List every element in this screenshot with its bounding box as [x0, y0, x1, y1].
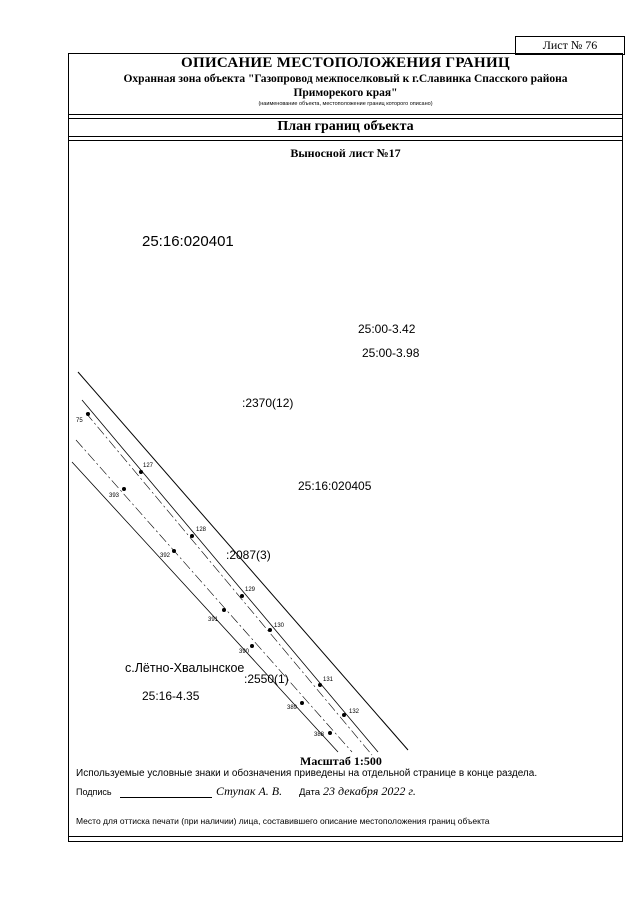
point-128: [190, 534, 194, 538]
document-frame: [68, 53, 623, 842]
cadastral-quarter-label: 25:16:020401: [142, 233, 234, 250]
divider: [69, 114, 622, 115]
legend-note: Используемые условные знаки и обозначени…: [76, 768, 538, 779]
point-label: 391: [208, 617, 219, 623]
point-129: [240, 594, 244, 598]
divider: [69, 140, 622, 141]
point-391: [222, 608, 226, 612]
divider: [69, 136, 622, 137]
date-label: Дата: [299, 787, 321, 798]
divider: [69, 118, 622, 119]
point-130: [268, 628, 272, 632]
date-value: 23 декабря 2022 г.: [323, 784, 416, 798]
point-label: 131: [323, 677, 334, 683]
point-132: [342, 713, 346, 717]
point-390: [250, 644, 254, 648]
point-label: 389: [287, 705, 298, 711]
point-131: [318, 683, 322, 687]
point-label: 129: [245, 587, 256, 593]
parcel-label: :2087(3): [226, 548, 271, 562]
point-75: [86, 412, 90, 416]
point-label: 390: [239, 649, 250, 655]
point-label: 388: [314, 732, 325, 738]
map-scale: Масштаб 1:500: [300, 754, 382, 768]
document-title: ОПИСАНИЕ МЕСТОПОЛОЖЕНИЯ ГРАНИЦ: [181, 55, 510, 71]
cadastral-quarter-label: 25:16:020405: [298, 479, 372, 493]
zone-label: 25:16-4.35: [142, 689, 200, 703]
object-note: (наименование объекта, местоположение гр…: [258, 101, 433, 107]
plan-subtitle: Выносной лист №17: [290, 146, 401, 160]
parcel-label: :2550(1): [244, 672, 289, 686]
point-127: [139, 470, 143, 474]
point-392: [172, 549, 176, 553]
point-label: 127: [143, 463, 154, 469]
point-label: 393: [109, 493, 120, 499]
settlement-label: с.Лётно-Хвалынское: [125, 661, 245, 675]
signature-label: Подпись: [76, 787, 112, 797]
zone-label: 25:00-3.42: [358, 322, 416, 336]
road-boundary-line: [77, 371, 409, 751]
point-388: [328, 731, 332, 735]
divider: [69, 836, 622, 837]
zone-label: 25:00-3.98: [362, 346, 420, 360]
parcel-label: :2370(12): [242, 396, 294, 410]
signature-name: Ступак А. В.: [216, 784, 283, 798]
point-label: 132: [349, 709, 360, 715]
plan-title: План границ объекта: [277, 119, 414, 134]
boundary-line: [81, 399, 379, 753]
object-name-line2: Приморекого края": [293, 87, 398, 99]
point-label: 75: [76, 418, 83, 424]
signature-line: [120, 797, 212, 798]
gas-pipeline-axis: [75, 439, 353, 753]
point-label: 130: [274, 623, 285, 629]
point-389: [300, 701, 304, 705]
gas-pipeline-axis: [85, 412, 373, 756]
boundary-line: [71, 461, 339, 753]
point-label: 128: [196, 527, 207, 533]
stamp-note: Место для оттиска печати (при наличии) л…: [76, 816, 490, 826]
point-label: 392: [160, 553, 171, 559]
point-393: [122, 487, 126, 491]
sheet-number: Лист № 76: [515, 36, 625, 55]
object-name-line1: Охранная зона объекта "Газопровод межпос…: [123, 73, 568, 85]
